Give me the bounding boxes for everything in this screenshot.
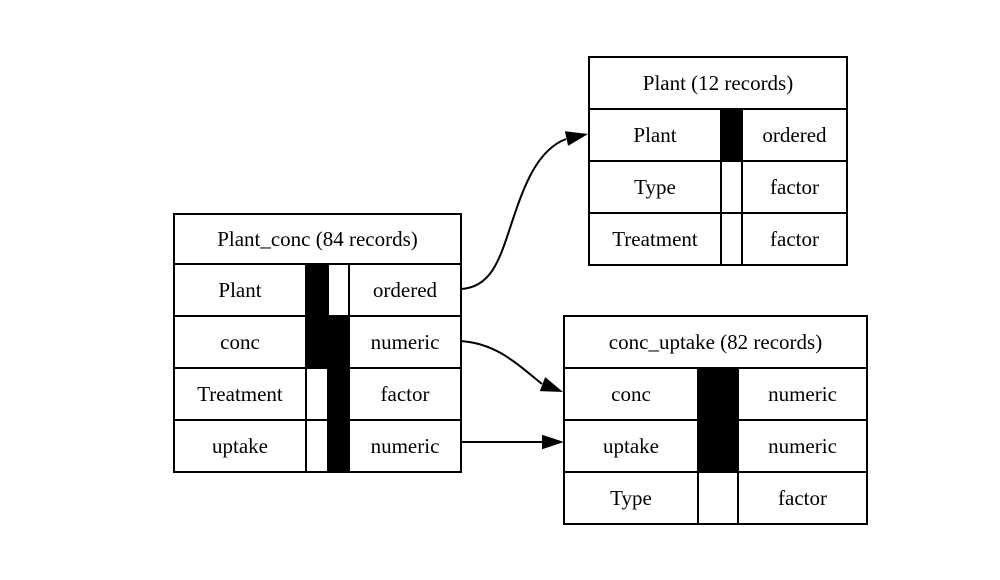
table-title-plant: Plant (12 records) bbox=[588, 56, 848, 110]
field-type: numeric bbox=[348, 419, 462, 473]
key2-indicator-cell bbox=[327, 315, 350, 369]
field-name: conc bbox=[173, 315, 307, 369]
table-plant-conc: Plant_conc (84 records) Plant ordered co… bbox=[173, 213, 462, 473]
key1-indicator-cell bbox=[305, 367, 329, 421]
arrow-line-conc-to-conc-uptake bbox=[459, 340, 543, 385]
field-type: factor bbox=[741, 212, 848, 266]
field-type: factor bbox=[741, 160, 848, 214]
field-type: factor bbox=[348, 367, 462, 421]
field-type: numeric bbox=[737, 419, 868, 473]
arrowhead-icon bbox=[564, 131, 588, 146]
field-type: ordered bbox=[741, 108, 848, 162]
table-title-conc-uptake: conc_uptake (82 records) bbox=[563, 315, 868, 369]
table-header-row: Plant (12 records) bbox=[588, 56, 848, 110]
arrowhead-icon bbox=[542, 434, 564, 450]
key1-indicator-cell bbox=[305, 263, 329, 317]
field-type: factor bbox=[737, 471, 868, 525]
key1-indicator-cell bbox=[720, 212, 743, 266]
key1-indicator-cell bbox=[305, 315, 329, 369]
field-type: numeric bbox=[348, 315, 462, 369]
field-name: Treatment bbox=[173, 367, 307, 421]
key1-indicator-cell bbox=[697, 471, 739, 525]
field-type: ordered bbox=[348, 263, 462, 317]
key2-indicator-cell bbox=[327, 367, 350, 421]
field-name: uptake bbox=[563, 419, 699, 473]
key1-indicator-cell bbox=[305, 419, 329, 473]
field-name: uptake bbox=[173, 419, 307, 473]
table-row: Type factor bbox=[588, 160, 848, 214]
field-name: Plant bbox=[173, 263, 307, 317]
table-row: Type factor bbox=[563, 471, 868, 525]
key1-indicator-cell bbox=[697, 367, 739, 421]
table-header-row: Plant_conc (84 records) bbox=[173, 213, 462, 265]
key2-indicator-cell bbox=[327, 419, 350, 473]
field-name: conc bbox=[563, 367, 699, 421]
table-title-plant-conc: Plant_conc (84 records) bbox=[173, 213, 462, 265]
field-type: numeric bbox=[737, 367, 868, 421]
field-name: Type bbox=[588, 160, 722, 214]
table-row: Plant ordered bbox=[173, 263, 462, 317]
table-row: Treatment factor bbox=[173, 367, 462, 421]
table-row: Treatment factor bbox=[588, 212, 848, 266]
key1-indicator-cell bbox=[697, 419, 739, 473]
table-plant: Plant (12 records) Plant ordered Type fa… bbox=[588, 56, 848, 266]
field-name: Type bbox=[563, 471, 699, 525]
table-row: uptake numeric bbox=[173, 419, 462, 473]
arrowhead-icon bbox=[539, 377, 563, 392]
table-row: conc numeric bbox=[563, 367, 868, 421]
table-row: Plant ordered bbox=[588, 108, 848, 162]
table-conc-uptake: conc_uptake (82 records) conc numeric up… bbox=[563, 315, 868, 525]
key1-indicator-cell bbox=[720, 160, 743, 214]
arrow-line-plant-to-plant bbox=[459, 138, 567, 290]
field-name: Plant bbox=[588, 108, 722, 162]
field-name: Treatment bbox=[588, 212, 722, 266]
table-row: conc numeric bbox=[173, 315, 462, 369]
table-row: uptake numeric bbox=[563, 419, 868, 473]
table-header-row: conc_uptake (82 records) bbox=[563, 315, 868, 369]
key1-indicator-cell bbox=[720, 108, 743, 162]
key2-indicator-cell bbox=[327, 263, 350, 317]
